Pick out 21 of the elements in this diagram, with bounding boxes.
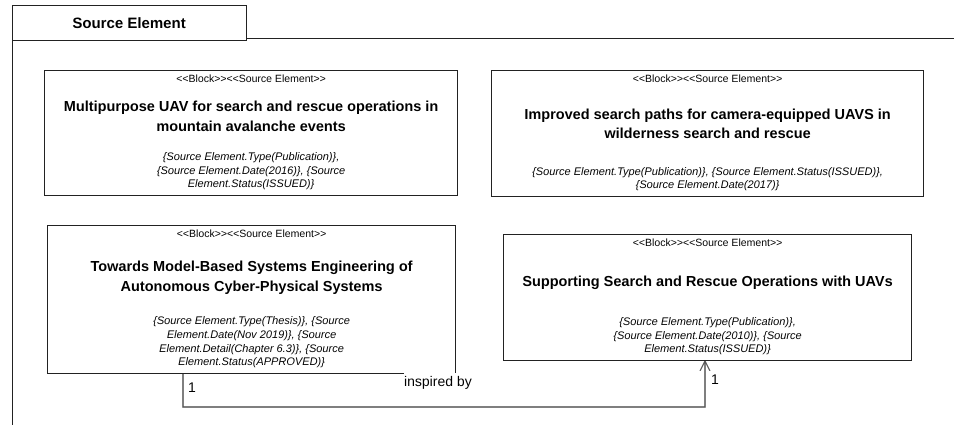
multiplicity-label: 1 [188, 379, 196, 395]
block-title: Improved search paths for camera-equipped UAVS in wilderness search and rescue [523, 106, 892, 144]
property-list: {Source Element.Type(Publication)}, {Source Element.Date(2010)}, {Source Element.Status(ISSUED)} [612, 316, 802, 357]
block-box [491, 70, 924, 197]
block-box [44, 70, 458, 196]
stereotype-label: <<Block>><<Source Element>> [632, 73, 782, 85]
block-box [47, 225, 456, 374]
block-title: Towards Model-Based Systems Engineering of Autonomous Cyber-Physical Systems [89, 258, 414, 296]
association-arrow [182, 360, 711, 408]
edge-label: inspired by [404, 373, 472, 389]
stereotype-label: <<Block>><<Source Element>> [176, 228, 326, 240]
package-tab: Source Element [12, 5, 246, 41]
multiplicity-label: 1 [711, 371, 719, 387]
property-list: {Source Element.Type(Publication)}, {Source Element.Date(2016)}, {Source Element.Status(ISSUED)} [156, 150, 346, 192]
block-title: Supporting Search and Rescue Operations with UAVs [521, 272, 894, 292]
stereotype-label: <<Block>><<Source Element>> [632, 237, 782, 249]
stereotype-label: <<Block>><<Source Element>> [176, 73, 326, 85]
block-box [503, 234, 912, 361]
property-list: {Source Element.Type(Publication)}, {Source Element.Status(ISSUED)}, {Source Element.Date(2017)} [528, 166, 888, 193]
block-title: Multipurpose UAV for search and rescue operations in mountain avalanche events [62, 98, 440, 137]
property-list: {Source Element.Type(Thesis)}, {Source Element.Date(Nov 2019)}, {Source Element.Detail(Chapter 6.3)}, {Source Element.Status(APPROVED)} [144, 315, 359, 370]
